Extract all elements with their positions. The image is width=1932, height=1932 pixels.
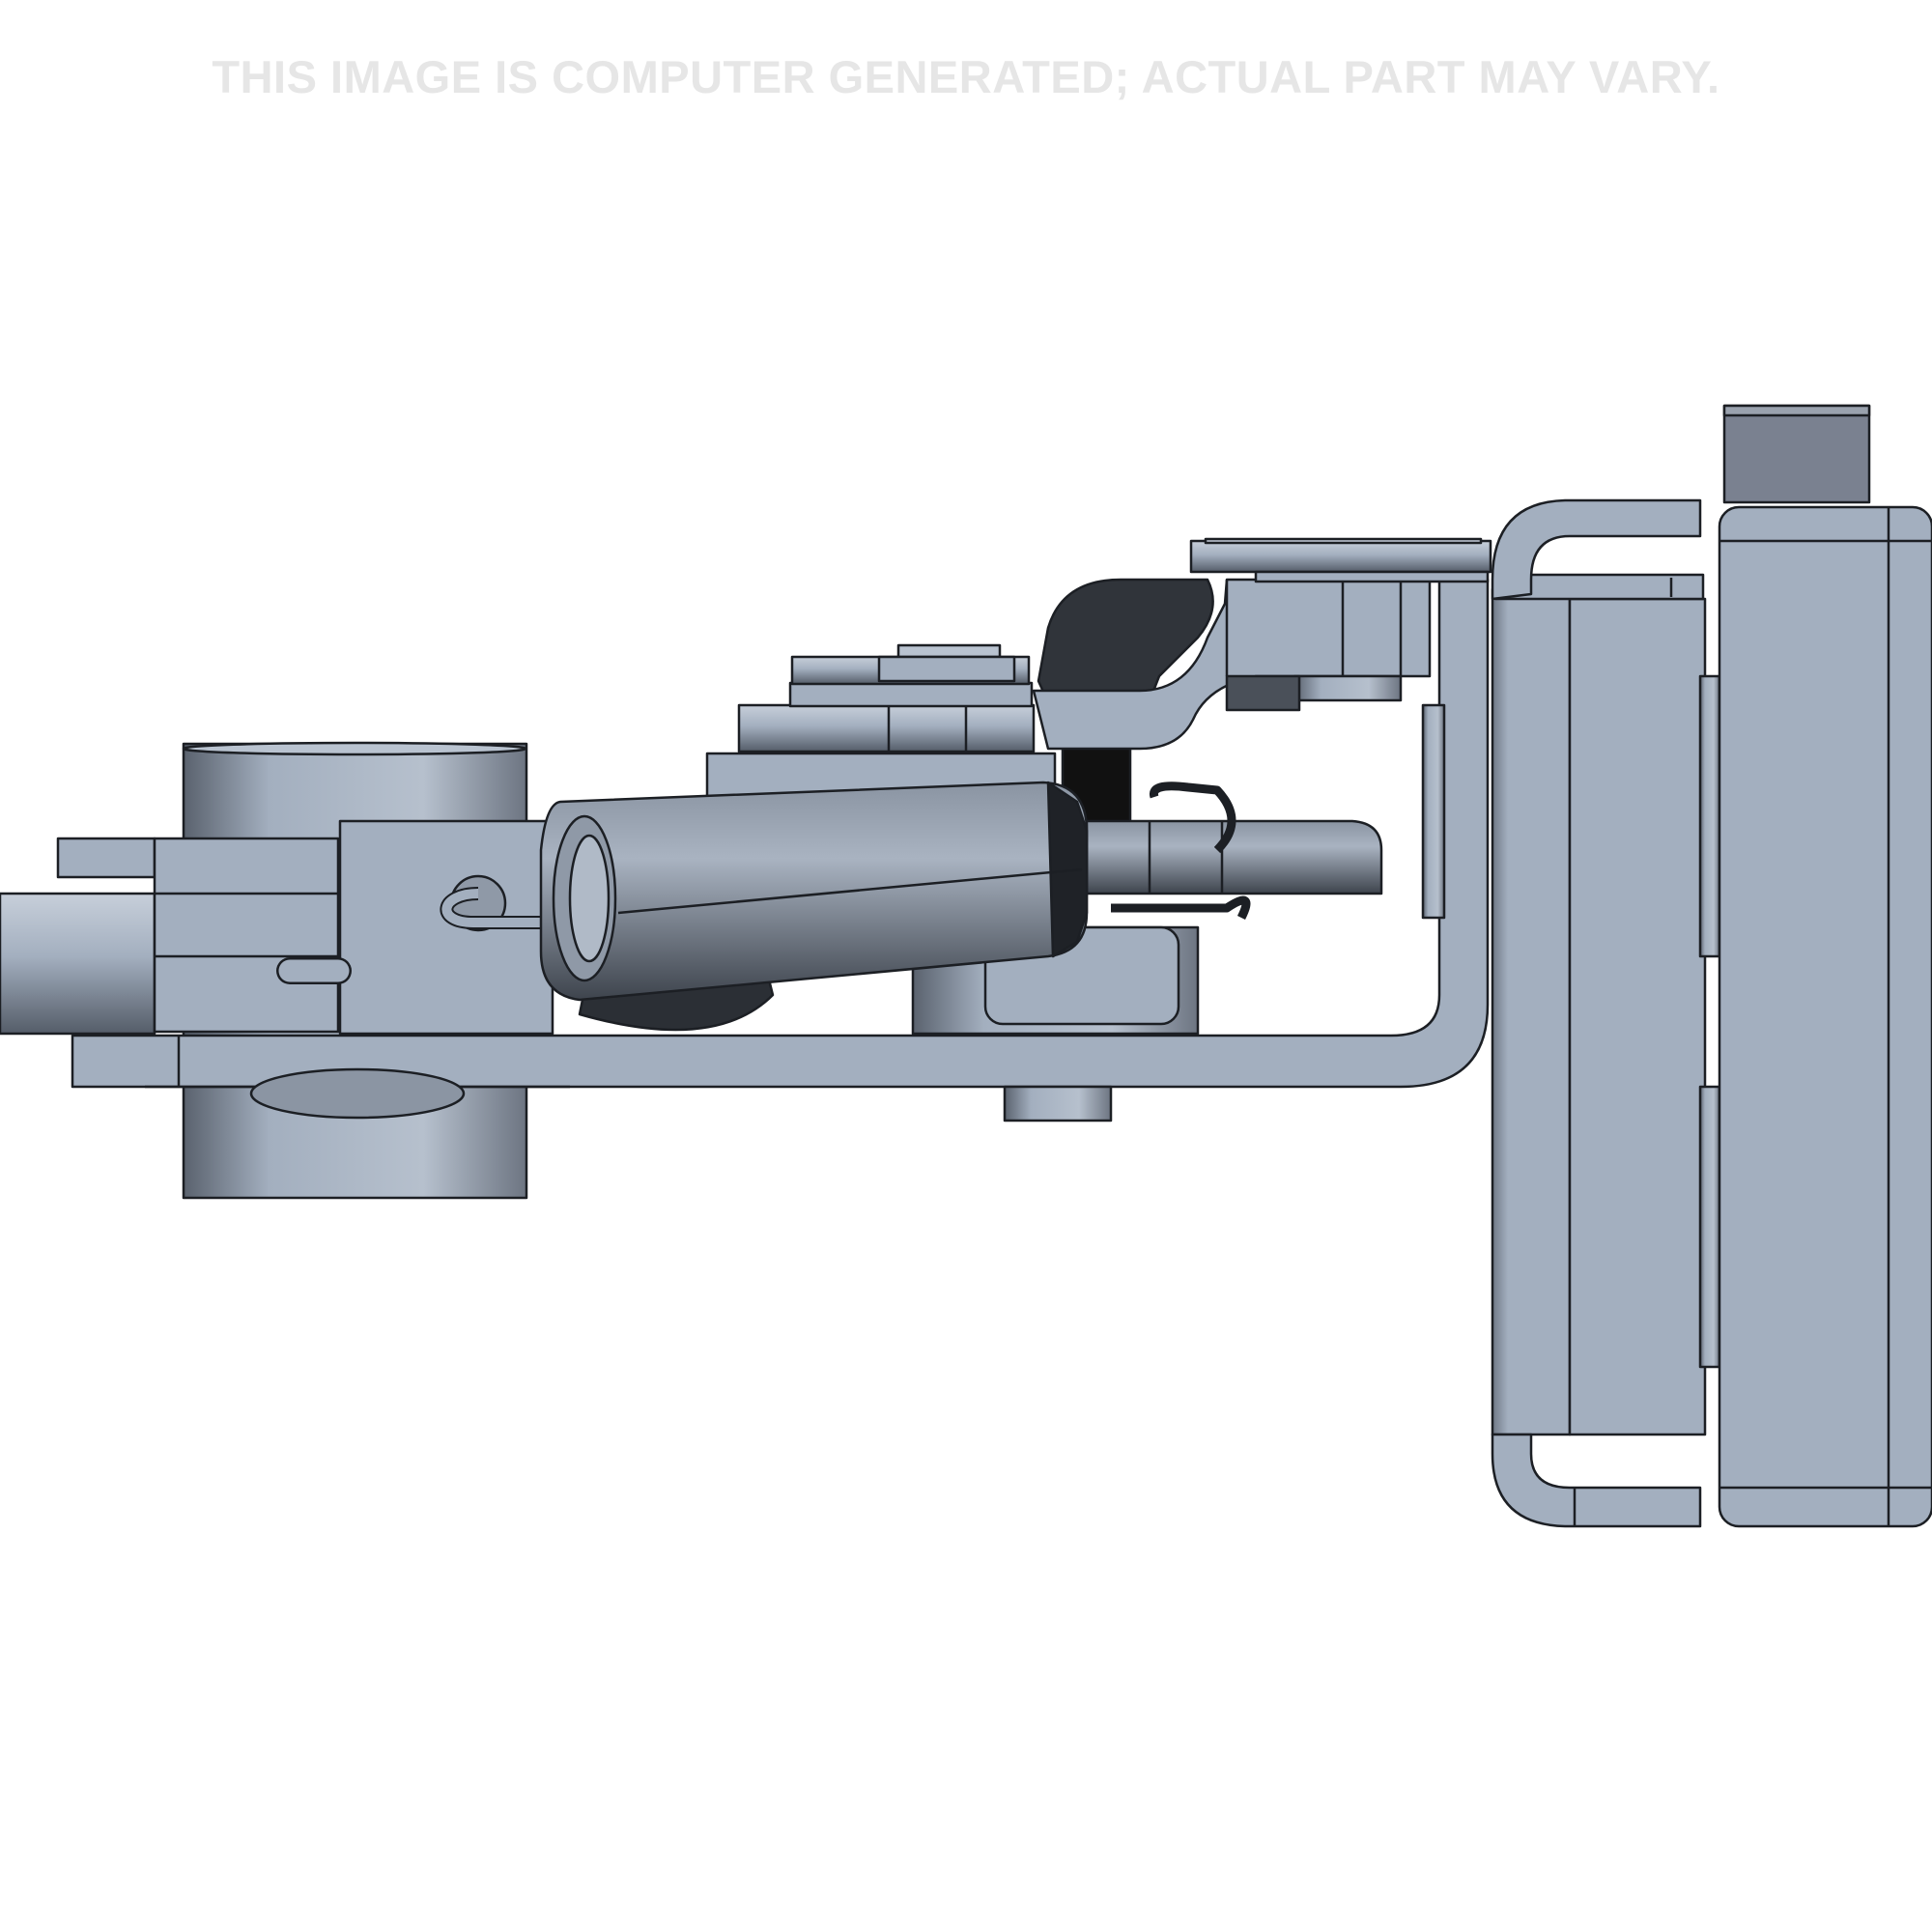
bottom-clip (1491, 1433, 1702, 1528)
clamp-block (276, 819, 604, 1036)
bent-link-arm (1032, 578, 1432, 828)
spring-pin (1085, 781, 1383, 921)
left-end-block (0, 837, 340, 1036)
right-housing (1718, 404, 1932, 1528)
pivot-lower-recess (249, 1067, 466, 1120)
right-mount-plate (1421, 573, 1721, 1436)
disclaimer-text: THIS IMAGE IS COMPUTER GENERATED; ACTUAL… (212, 51, 1720, 102)
top-clip (1491, 498, 1702, 601)
main-cylinder (539, 781, 1089, 1032)
top-washer (1189, 537, 1492, 712)
lower-boss (1003, 1085, 1113, 1122)
